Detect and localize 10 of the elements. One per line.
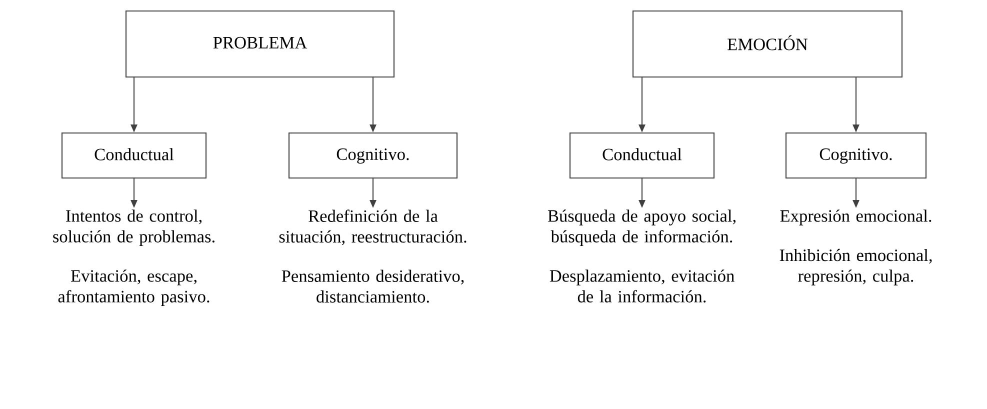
category-box: PROBLEMA xyxy=(125,10,395,78)
category-box: Cognitivo. xyxy=(288,132,458,179)
strategy-text: Expresión emocional. Inhibición emocional, represión, culpa. xyxy=(780,210,932,286)
strategy-text: Intentos de control, solución de problemas. Evitación, escape, afrontamiento pasivo. xyxy=(53,210,214,306)
category-box: EMOCIÓN xyxy=(632,10,903,78)
category-box: Conductual xyxy=(569,132,715,179)
category-box: Cognitivo. xyxy=(785,132,927,179)
strategy-text: Búsqueda de apoyo social, búsqueda de información. Desplazamiento, evitación de la información. xyxy=(548,210,736,303)
strategy-text: Redefinición de la situación, reestructuración. Pensamiento desiderativo, distanciamiento. xyxy=(279,210,466,303)
category-box: Conductual xyxy=(61,132,207,179)
